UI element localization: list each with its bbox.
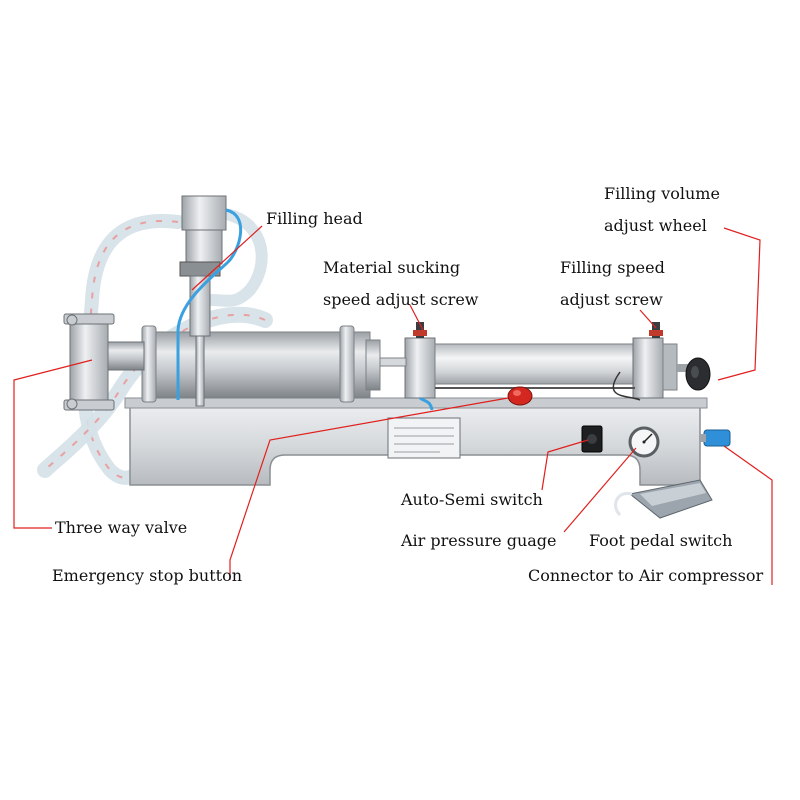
three-way-valve-label-text: Three way valve: [55, 518, 188, 537]
material-sucking-label-line2: speed adjust screw: [323, 290, 479, 309]
emergency-stop-button: [507, 386, 533, 406]
pneumatic-block-right: [632, 337, 664, 399]
leader-connector: [723, 445, 773, 585]
leader-filling-speed: [639, 309, 657, 329]
emergency-stop-label: Emergency stop button: [52, 560, 242, 592]
cylinder-flange-mid: [339, 325, 355, 403]
pneumatic-cylinder: [434, 343, 636, 385]
leader-auto-semi: [541, 439, 589, 491]
hose-front-stripe: [44, 313, 266, 471]
leader-emergency-stop: [229, 397, 509, 580]
base-top-plate: [124, 397, 708, 409]
leader-material-sucking: [409, 304, 424, 331]
auto-semi-label: Auto-Semi switch: [401, 484, 543, 516]
leader-filling-volume: [717, 227, 761, 381]
volume-wheel-shaft: [677, 364, 691, 372]
three-way-valve-label: Three way valve: [55, 512, 187, 544]
material-sucking-label: Material sucking speed adjust screw: [323, 252, 478, 316]
filling-head-label: Filling head: [266, 203, 363, 235]
pneumatic-block-left: [404, 337, 436, 399]
auto-semi-label-text: Auto-Semi switch: [401, 490, 543, 509]
filling-speed-label: Filling speed adjust screw: [560, 252, 665, 316]
filling-speed-label-line1: Filling speed: [560, 258, 665, 277]
foot-pedal-cable: [614, 491, 633, 517]
filling-head-body: [181, 195, 227, 231]
foot-pedal-label-text: Foot pedal switch: [589, 531, 733, 550]
leader-three-way-valve: [13, 359, 93, 529]
hose-left-stripe: [83, 220, 179, 479]
end-plate: [662, 343, 678, 391]
filling-head-label-text: Filling head: [266, 209, 363, 228]
air-connector: [703, 429, 731, 447]
leader-filling-head: [191, 225, 263, 291]
filling-volume-label: Filling volume adjust wheel: [604, 178, 720, 242]
three-way-valve-body: [69, 321, 109, 405]
cylinder-cap-right: [365, 339, 381, 391]
air-line-head: [176, 208, 243, 400]
leader-lines: [13, 225, 773, 585]
foot-pedal-label: Foot pedal switch: [589, 525, 732, 557]
air-pressure-label: Air pressure guage: [401, 525, 557, 557]
connector-label: Connector to Air compressor: [528, 560, 763, 592]
filling-volume-label-line2: adjust wheel: [604, 216, 707, 235]
hose-right: [204, 209, 268, 307]
air-line-cylinder: [419, 396, 434, 411]
emergency-stop-label-text: Emergency stop button: [52, 566, 243, 585]
nameplate: [387, 417, 461, 459]
material-cylinder: [147, 331, 371, 399]
filling-nozzle: [195, 335, 205, 407]
leader-air-pressure: [563, 447, 637, 533]
air-pressure-label-text: Air pressure guage: [401, 531, 557, 550]
filling-speed-label-line2: adjust screw: [560, 290, 663, 309]
material-sucking-label-line1: Material sucking: [323, 258, 461, 277]
filling-volume-label-line1: Filling volume: [604, 184, 720, 203]
piston-rod: [379, 357, 407, 367]
connector-label-text: Connector to Air compressor: [528, 566, 764, 585]
